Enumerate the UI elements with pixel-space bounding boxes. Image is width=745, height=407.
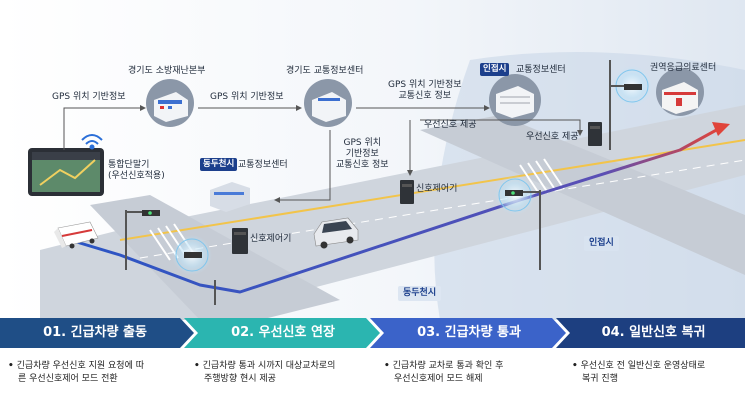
terminal-label: 통합단말기 (우선신호적용)	[108, 160, 165, 182]
step-4-title: 04. 일반신호 복귀	[601, 325, 706, 340]
flow-priority-1: 우선신호 제공	[424, 120, 477, 130]
ambulance-icon	[54, 221, 99, 249]
bullet: •	[194, 361, 200, 371]
bullet: •	[572, 361, 578, 371]
fire-hq-label: 경기도 소방재난본부	[128, 66, 206, 76]
flow-priority-2: 우선신호 제공	[526, 132, 579, 142]
incheon-traffic-building-icon	[489, 74, 541, 126]
signal-controller-3	[588, 122, 602, 146]
flow-arrows	[63, 107, 581, 201]
controller-label-2: 신호제어기	[416, 184, 458, 194]
hospital-building-icon	[656, 68, 704, 116]
route-arrow-icon	[712, 122, 730, 136]
incheon-tag: 인접시	[480, 63, 510, 76]
crosswalk-right	[519, 158, 565, 196]
step-bar	[0, 318, 745, 348]
dongducheon-building-icon	[210, 182, 250, 212]
step-2-desc-line1: • 긴급차량 통과 시까지 대상교차로의	[194, 360, 335, 373]
bullet: •	[8, 361, 14, 371]
flow-gps-3: GPS 위치 기반정보 교통신호 정보	[388, 80, 462, 102]
flow-gps-down-line3: 교통신호 정보	[336, 160, 389, 170]
step-3-desc-text1: 긴급차량 교차로 통과 확인 후	[392, 361, 504, 371]
terminal-label-line2: (우선신호적용)	[108, 171, 165, 181]
region-dongducheon: 동두천시	[398, 286, 442, 301]
cross-road-right	[420, 115, 745, 275]
flow-gps-1: GPS 위치 기반정보	[52, 92, 126, 102]
step-1-desc-text1: 긴급차량 우선신호 지원 요청에 따	[16, 361, 145, 371]
fire-hq-building-icon	[146, 79, 194, 127]
bullet: •	[384, 361, 390, 371]
region-incheon: 인접시	[584, 236, 619, 251]
flow-gps-3-line1: GPS 위치 기반정보	[388, 80, 462, 90]
controller-label-1: 신호제어기	[250, 234, 292, 244]
step-1-desc: • 긴급차량 우선신호 지원 요청에 따 른 우선신호제어 모드 전환	[8, 360, 144, 386]
center-line	[119, 139, 745, 241]
suv-car-icon	[313, 217, 359, 249]
step-4-bg	[556, 318, 745, 348]
traffic-light-right	[609, 60, 652, 150]
step-4-desc-line2: 복귀 진행	[582, 374, 618, 384]
wifi-icon	[81, 134, 103, 150]
signal-controller-2	[400, 180, 414, 204]
signal-controller-1	[232, 228, 248, 254]
step-2-bg	[184, 318, 380, 348]
step-3-desc-line1: • 긴급차량 교차로 통과 확인 후	[384, 360, 503, 373]
step-1-bg	[0, 318, 194, 348]
dongducheon-tag: 동두천시	[200, 158, 238, 171]
flow-gps-2: GPS 위치 기반정보	[210, 92, 284, 102]
step-3-bg	[370, 318, 566, 348]
dongducheon-center-label: 교통정보센터	[238, 160, 288, 170]
flow-gps-down: GPS 위치 기반정보 교통신호 정보	[336, 138, 389, 171]
flow-gps-3-line2: 교통신호 정보	[398, 91, 452, 101]
cross-road-left	[90, 195, 340, 320]
incheon-center-label: 교통정보센터	[516, 65, 566, 75]
step-4-desc-text1: 우선신호 전 일반신호 운영상태로	[580, 361, 706, 371]
traffic-light-left	[125, 210, 212, 275]
step-1-title: 01. 긴급차량 출동	[43, 325, 147, 340]
flow-gps-down-line1: GPS 위치	[343, 138, 382, 148]
step-3-desc: • 긴급차량 교차로 통과 확인 후 우선신호제어 모드 해제	[384, 360, 503, 386]
flow-gps-down-line2: 기반정보	[345, 149, 379, 159]
step-1-desc-line1: • 긴급차량 우선신호 지원 요청에 따	[8, 360, 144, 373]
step-4-desc: • 우선신호 전 일반신호 운영상태로 복귀 진행	[572, 360, 705, 386]
step-2-desc: • 긴급차량 통과 시까지 대상교차로의 주행방향 현시 제공	[194, 360, 335, 386]
tablet-terminal-icon	[28, 148, 104, 196]
step-4-desc-line1: • 우선신호 전 일반신호 운영상태로	[572, 360, 705, 373]
gg-traffic-building-icon	[304, 79, 352, 127]
arrow-heads	[140, 105, 583, 203]
step-3-title: 03. 긴급차량 통과	[417, 325, 521, 340]
hospital-label: 권역응급의료센터	[650, 63, 717, 73]
terminal-label-line1: 통합단말기	[108, 160, 150, 170]
step-2-desc-text1: 긴급차량 통과 시까지 대상교차로의	[202, 361, 336, 371]
step-2-title: 02. 우선신호 연장	[231, 325, 335, 340]
step-2-desc-line2: 주행방향 현시 제공	[204, 374, 276, 384]
step-3-desc-line2: 우선신호제어 모드 해제	[394, 374, 483, 384]
scene-illustration	[0, 0, 745, 320]
emergency-route	[69, 126, 721, 294]
step-1-desc-line2: 른 우선신호제어 모드 전환	[18, 374, 118, 384]
gg-traffic-label: 경기도 교통정보센터	[286, 66, 364, 76]
